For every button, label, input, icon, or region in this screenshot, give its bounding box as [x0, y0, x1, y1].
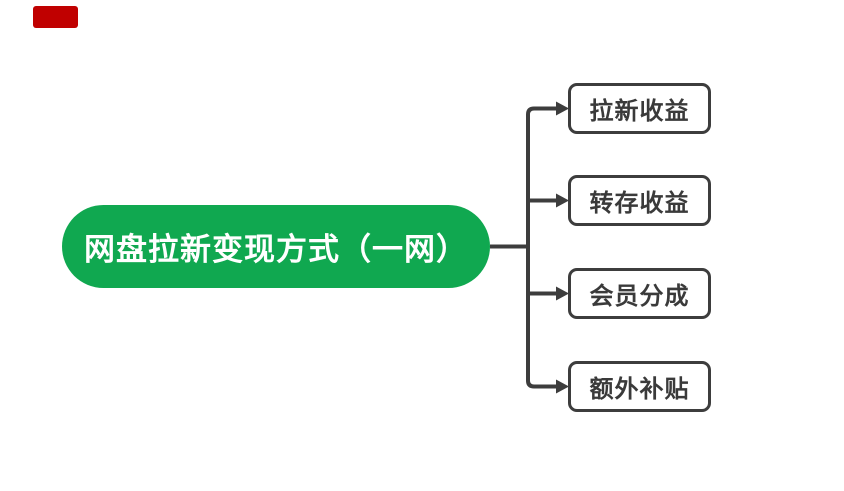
child-node-zhuǎncún-shōuyì[interactable]: 转存收益 [568, 175, 711, 226]
child-node-huìyuán-fēnchéng[interactable]: 会员分成 [568, 268, 711, 319]
child-node-label: 会员分成 [589, 283, 690, 310]
child-node-label: 拉新收益 [589, 98, 690, 125]
root-node-label: 网盘拉新变现方式（一网） [84, 232, 468, 267]
spine-bottom-branch-line [526, 245, 557, 389]
child-node-éwài-bǔtiē[interactable]: 额外补贴 [568, 361, 711, 412]
child-node-label: 转存收益 [589, 190, 690, 217]
red-watermark-block [33, 6, 78, 28]
spine-top-branch-line [526, 106, 557, 248]
child-node-label: 额外补贴 [589, 376, 690, 403]
root-node[interactable]: 网盘拉新变现方式（一网） [62, 205, 490, 288]
child-node-lāxīn-shōuyì[interactable]: 拉新收益 [568, 83, 711, 134]
